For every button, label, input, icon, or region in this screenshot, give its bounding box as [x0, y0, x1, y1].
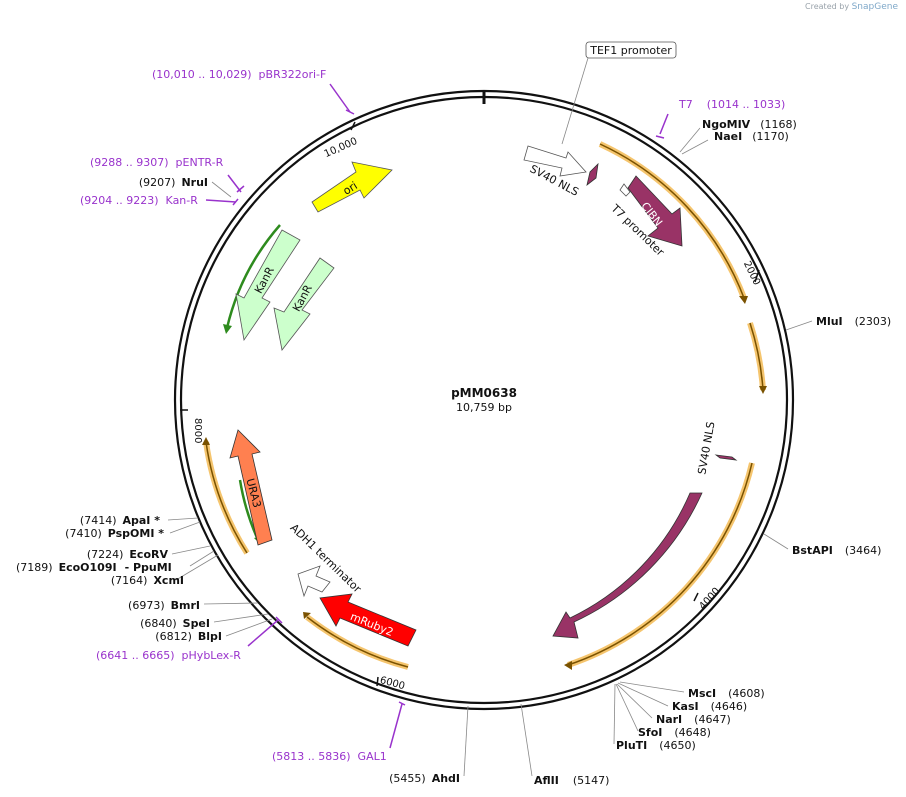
enzyme-mlui[interactable]: MluI(2303)	[816, 315, 891, 328]
feature-sv40-nls-2[interactable]	[714, 454, 738, 461]
primer-pbr322ori-f[interactable]: (10,010 .. 10,029) pBR322ori-F	[152, 68, 326, 81]
snapgene-credit: Created by SnapGene	[805, 2, 898, 12]
enzyme-msci[interactable]: MscI(4608)	[688, 687, 765, 700]
enzyme-nrui[interactable]: (9207)NruI	[139, 176, 208, 189]
credit-prefix: Created by	[805, 2, 850, 11]
enzyme-aflii[interactable]: AflII(5147)	[534, 774, 609, 787]
enzyme-kasi[interactable]: KasI(4646)	[672, 700, 747, 713]
enzyme-bmri[interactable]: (6973)BmrI	[128, 599, 200, 612]
enzyme-ahdi[interactable]: (5455)AhdI	[389, 772, 460, 785]
enzyme-spei[interactable]: (6840)SpeI	[140, 617, 210, 630]
plasmid-length: 10,759 bp	[456, 401, 512, 414]
feature-kanr-2[interactable]	[273, 257, 335, 351]
label-sv40-nls-2: SV40 NLS	[695, 421, 717, 476]
feature-ori[interactable]: ori	[0, 0, 393, 213]
primer-kan-r[interactable]: (9204 .. 9223) Kan-R	[80, 194, 198, 207]
label-tef1-promoter: TEF1 promoter	[589, 44, 672, 57]
enzyme-labels: NgoMIV(1168) NaeI(1170) MluI(2303) BstAP…	[16, 118, 891, 787]
feature-ori-label: ori	[0, 0, 7, 3]
tick-4000: 4000	[697, 586, 722, 612]
enzyme-pluti[interactable]: PluTI(4650)	[616, 739, 696, 752]
tick-8000: 8000	[192, 418, 203, 443]
feature-sv40-nls-1[interactable]	[586, 162, 599, 187]
enzyme-ngomiv[interactable]: NgoMIV(1168)	[702, 118, 797, 131]
snapgene-logo: SnapGene	[851, 2, 898, 12]
primer-labels: (10,010 .. 10,029) pBR322ori-F (9288 .. …	[80, 68, 785, 763]
label-ori: ori	[341, 179, 360, 198]
enzyme-ecoo109i[interactable]: (7189)EcoO109I- PpuMI	[16, 561, 172, 574]
primer-t7[interactable]: T7 (1014 .. 1033)	[678, 98, 785, 111]
enzyme-sfoi[interactable]: SfoI(4648)	[638, 726, 711, 739]
primer-markers	[205, 83, 669, 749]
enzyme-xcmi[interactable]: (7164)XcmI	[111, 574, 184, 587]
backbone	[173, 89, 795, 711]
feature-tef1-promoter[interactable]	[523, 41, 677, 177]
feature-adh1-terminator[interactable]	[297, 565, 331, 598]
feature-kanr-1[interactable]	[235, 229, 301, 342]
enzyme-leaders	[167, 127, 813, 777]
primer-pentr-r[interactable]: (9288 .. 9307) pENTR-R	[90, 156, 224, 169]
feature-cibn[interactable]	[627, 175, 683, 247]
feature-ura3[interactable]	[229, 429, 273, 546]
primer-gal1[interactable]: (5813 .. 5836) GAL1	[272, 750, 387, 763]
plasmid-name: pMM0638	[451, 386, 517, 400]
enzyme-blpi[interactable]: (6812)BlpI	[155, 630, 222, 643]
feature-t7-promoter[interactable]	[619, 183, 631, 197]
feature-mruby2[interactable]	[319, 593, 417, 647]
primer-phyblex-r[interactable]: (6641 .. 6665) pHybLex-R	[96, 649, 241, 662]
enzyme-psppomi[interactable]: (7410)PspOMI *	[65, 527, 164, 540]
feature-cry2phr[interactable]	[552, 492, 703, 639]
enzyme-naei[interactable]: NaeI(1170)	[714, 130, 789, 143]
enzyme-ecorv[interactable]: (7224)EcoRV	[87, 548, 169, 561]
orf-arcs	[202, 141, 767, 670]
enzyme-nari[interactable]: NarI(4647)	[656, 713, 731, 726]
enzyme-apai[interactable]: (7414)ApaI *	[80, 514, 160, 527]
enzyme-bstapi[interactable]: BstAPI(3464)	[792, 544, 881, 557]
